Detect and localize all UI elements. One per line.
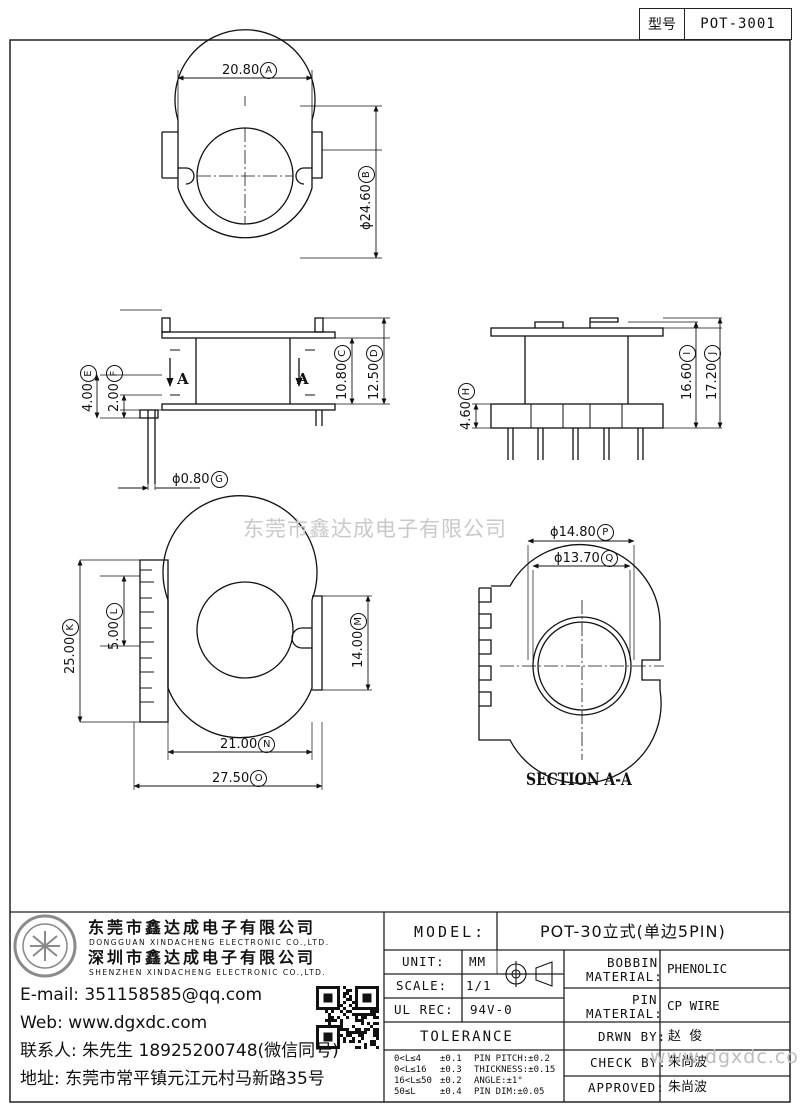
bobbin-label-1: BOBBIN [607, 955, 659, 970]
pin-label-1: PIN [632, 992, 658, 1007]
model-header: 型号 POT-3001 [639, 8, 792, 40]
bobbin-label-2: MATERIAL: [586, 969, 663, 984]
company-name-en-1: DONGGUAN XINDACHENG ELECTRONIC CO.,LTD. [89, 938, 330, 947]
approved-label: APPROVED: [588, 1080, 665, 1095]
pin-value: CP WIRE [667, 998, 720, 1013]
dim-H: 4.60H [458, 383, 475, 430]
company-address: 地址: 东莞市常平镇元江元村马新路35号 [20, 1069, 325, 1089]
tag-G: G [210, 471, 228, 488]
drawn-value: 赵 俊 [668, 1029, 703, 1044]
pin-label-2: MATERIAL: [586, 1006, 663, 1021]
check-label: CHECK BY: [590, 1055, 667, 1070]
tag-B: B [358, 166, 375, 184]
unit-value: MM [469, 954, 487, 969]
company-contact: 联系人: 朱先生 18925200748(微信同号) [20, 1041, 339, 1061]
section-view [478, 544, 664, 785]
drawn-label: DRWN BY: [598, 1029, 667, 1044]
dim-C: 10.80C [334, 344, 351, 400]
tag-K: K [62, 618, 79, 636]
model-label: MODEL: [414, 923, 487, 941]
projection-symbol [503, 961, 553, 987]
dim-J: 17.20J [704, 344, 721, 400]
tag-Q: Q [600, 550, 618, 567]
bottom-view [80, 495, 372, 790]
tag-H: H [458, 383, 475, 401]
tag-L: L [106, 603, 123, 621]
tol-row-4-note: PIN DIM:±0.05 [474, 1087, 545, 1097]
tag-D: D [366, 344, 383, 362]
drawing-border [9, 39, 791, 1103]
side-view [472, 317, 722, 460]
tol-row-1-value: ±0.1 [440, 1054, 462, 1064]
corner-watermark: www.dgxdc.com [650, 1046, 800, 1068]
tol-row-2-range: 0<L≤16 [394, 1065, 427, 1075]
tol-row-3-note: ANGLE:±1° [474, 1076, 523, 1086]
tag-J: J [704, 344, 721, 362]
tol-row-4-value: ±0.4 [440, 1087, 462, 1097]
tag-C: C [334, 344, 351, 362]
tag-M: M [350, 612, 367, 630]
dim-M: 14.00M [350, 612, 367, 668]
company-web: Web: www.dgxdc.com [20, 1013, 208, 1033]
tol-row-2-note: THICKNESS:±0.15 [474, 1065, 556, 1075]
tol-row-4-range: 50≤L [394, 1087, 416, 1097]
company-logo [13, 914, 77, 978]
tag-F: F [106, 365, 123, 383]
tolerance-label: TOLERANCE [420, 1029, 514, 1045]
approved-value: 朱尚波 [668, 1080, 708, 1095]
model-value: POT-30立式(单边5PIN) [540, 922, 726, 941]
company-name-cn-2: 深圳市鑫达成电子有限公司 [88, 948, 317, 967]
type-label: 型号 [640, 9, 685, 39]
tag-A: A [260, 62, 278, 79]
dim-I: 16.60I [679, 344, 696, 400]
tag-E: E [80, 365, 97, 383]
dim-L: 5.00L [106, 603, 123, 650]
scale-value: 1/1 [466, 978, 492, 993]
dim-F: 2.00F [106, 365, 123, 412]
tol-row-3-value: ±0.2 [440, 1076, 462, 1086]
dim-E: 4.00E [80, 365, 97, 412]
section-marker-left: A [177, 370, 189, 388]
dim-D: 12.50D [366, 344, 383, 400]
tol-row-3-range: 16<L≤50 [394, 1076, 432, 1086]
ulrec-label: UL REC: [394, 1002, 454, 1017]
type-value: POT-3001 [700, 16, 776, 32]
tag-O: O [250, 770, 268, 787]
tol-row-2-value: ±0.3 [440, 1065, 462, 1075]
check-value: 朱尚波 [668, 1055, 708, 1070]
ulrec-value: 94V-0 [470, 1002, 513, 1017]
tag-I: I [679, 344, 696, 362]
bobbin-value: PHENOLIC [667, 961, 728, 976]
tol-row-1-range: 0<L≤4 [394, 1054, 422, 1064]
section-title: SECTION A-A [526, 770, 632, 790]
qr-code [316, 986, 379, 1049]
tol-row-1-note: PIN PITCH:±0.2 [474, 1054, 550, 1064]
front-view [100, 309, 390, 490]
unit-label: UNIT: [402, 954, 445, 969]
dim-K: 25.00K [62, 618, 79, 674]
center-watermark: 东莞市鑫达成电子有限公司 [243, 517, 507, 541]
section-marker-right: A [297, 370, 309, 388]
company-name-cn-1: 东莞市鑫达成电子有限公司 [88, 918, 317, 937]
scale-label: SCALE: [396, 978, 448, 993]
company-email: E-mail: 351158585@qq.com [20, 985, 263, 1005]
top-view [161, 29, 382, 259]
title-block-grid [10, 911, 790, 1102]
tag-P: P [596, 524, 614, 541]
dim-B: ϕ24.60B [358, 166, 375, 230]
tag-N: N [258, 736, 276, 753]
company-name-en-2: SHENZHEN XINDACHENG ELECTRONIC CO.,LTD. [89, 968, 327, 977]
